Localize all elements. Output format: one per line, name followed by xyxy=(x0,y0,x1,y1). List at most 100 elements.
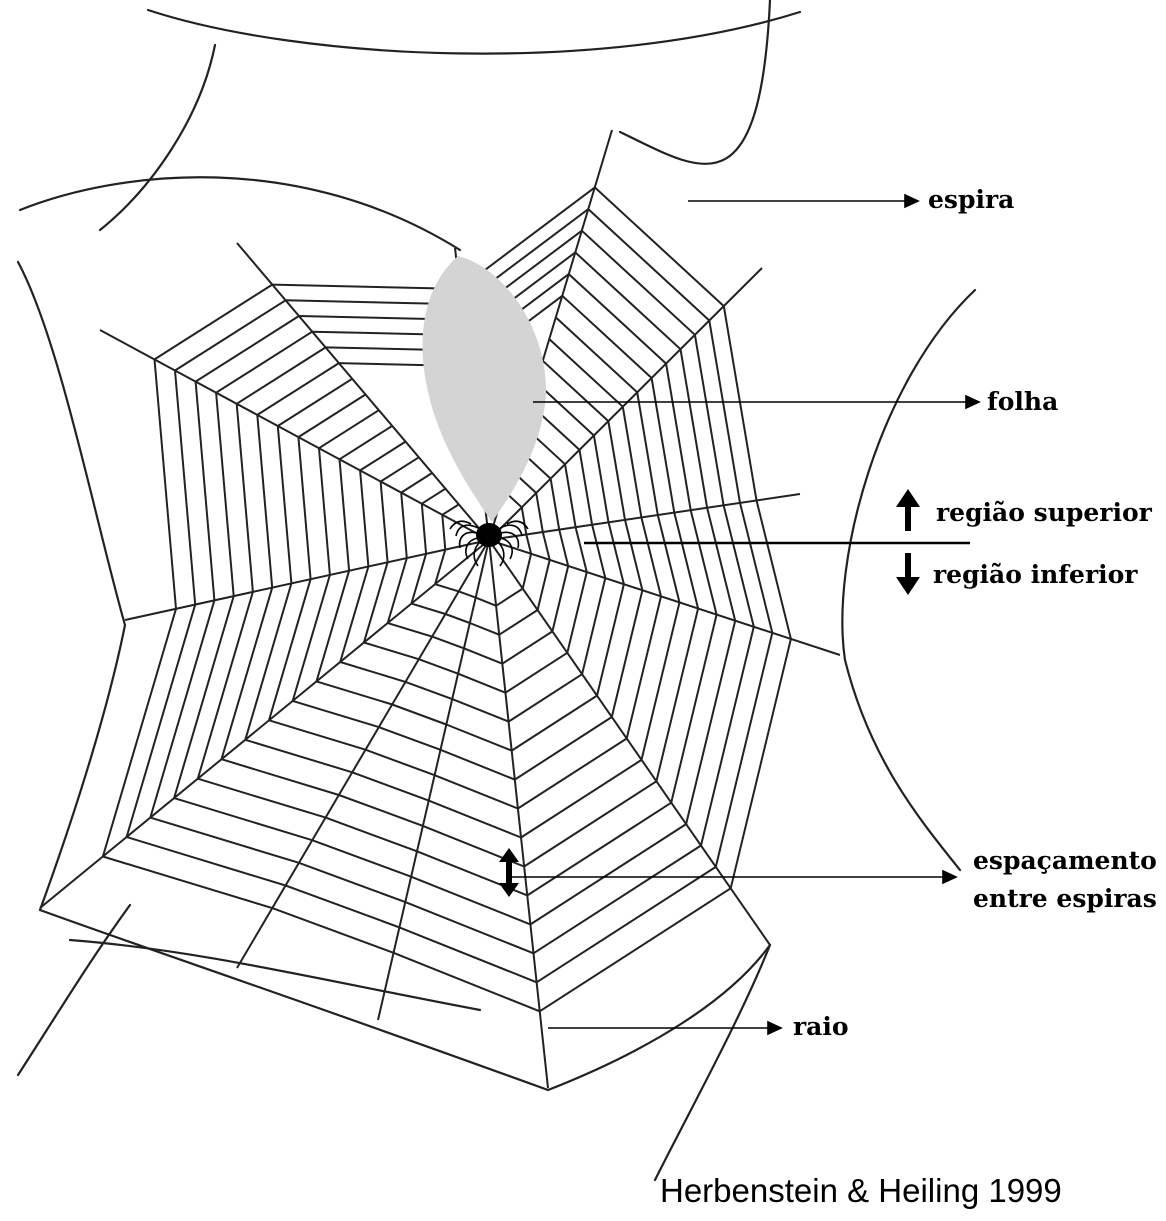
spiral-segment xyxy=(364,643,419,660)
label-spiral: espira xyxy=(928,185,1014,215)
spiral-segment xyxy=(174,798,312,840)
spiral-segment xyxy=(150,818,299,863)
spiral-segment xyxy=(411,554,426,604)
spiral-segment xyxy=(441,750,515,780)
spiral-segment xyxy=(175,371,195,605)
spiral-segment xyxy=(575,252,680,349)
spiral-segment xyxy=(458,674,505,693)
spiral-segment xyxy=(627,596,661,738)
spiral-segment xyxy=(724,505,754,626)
spiral-segment xyxy=(222,759,339,795)
spiral-segment xyxy=(278,426,292,583)
spiral-segment xyxy=(658,515,680,602)
spiral-segment xyxy=(392,705,446,725)
spiral-segment xyxy=(269,720,366,749)
spiral-segment xyxy=(505,653,567,693)
spiral-segment xyxy=(269,579,311,720)
web-frame-threads xyxy=(18,0,975,1180)
spiral-segment xyxy=(198,592,253,779)
spiral-segment xyxy=(576,527,587,572)
spiral-segment xyxy=(559,530,568,566)
spiral-segment xyxy=(656,609,698,782)
spiral-segment xyxy=(496,589,523,606)
frame-thread xyxy=(18,905,130,1075)
spiral-segment xyxy=(608,421,625,520)
spiral-segment xyxy=(691,510,717,614)
spiral-segment xyxy=(216,332,312,393)
label-lower-region: região inferior xyxy=(933,560,1137,590)
spiral-segment xyxy=(609,522,624,584)
spiral-segment xyxy=(515,717,612,780)
spiral-segment xyxy=(464,648,502,663)
spiral-segment xyxy=(381,457,419,481)
spiral-segment xyxy=(278,379,352,426)
spiral-segment xyxy=(394,953,540,1012)
spiral-segment xyxy=(406,682,453,699)
radial-thread xyxy=(125,540,489,620)
spiral-segment xyxy=(298,395,365,438)
double-arrow-icon xyxy=(499,848,519,897)
spiral-segment xyxy=(432,637,464,649)
spiral-segment xyxy=(379,727,441,750)
spiral-segment xyxy=(360,470,368,566)
spiral-segment xyxy=(360,442,405,471)
frame-thread xyxy=(620,0,770,164)
spiral-segment xyxy=(196,382,215,601)
spiral-segment xyxy=(388,558,407,623)
spiral-segment xyxy=(155,359,177,608)
spiral-segment xyxy=(293,575,330,701)
spiral-segment xyxy=(317,681,393,704)
spiral-segment xyxy=(319,448,330,575)
spiral-segment xyxy=(422,504,426,554)
spiral-segment xyxy=(429,801,521,838)
spiral-segment xyxy=(312,840,411,877)
spiral-segment xyxy=(317,571,350,682)
spiral-segment xyxy=(103,857,272,909)
frame-thread xyxy=(655,945,770,1180)
spiral-segment xyxy=(543,532,550,560)
spiral-segment xyxy=(174,596,234,798)
spiral-segment xyxy=(340,662,405,682)
frame-thread xyxy=(100,45,215,230)
spiral-segment xyxy=(565,464,576,527)
spiral-segment xyxy=(286,886,400,928)
spiral-segment xyxy=(257,363,339,415)
label-upper-region: região superior xyxy=(936,498,1152,528)
spiral-segment xyxy=(623,407,642,518)
spiral-segment xyxy=(293,701,379,727)
spiral-segment xyxy=(521,760,642,838)
spiral-segment xyxy=(422,489,446,504)
label-spacing-line2: entre espiras xyxy=(973,884,1157,914)
spiral-segment xyxy=(237,404,253,592)
spiral-segment xyxy=(518,739,627,809)
spiral-segment xyxy=(216,393,234,596)
spiral-segment xyxy=(401,493,407,558)
spiral-segment xyxy=(527,803,671,896)
spiral-segment xyxy=(364,562,388,642)
spiral-segment xyxy=(476,598,496,606)
spiral-segment xyxy=(435,775,518,808)
frame-thread xyxy=(40,625,125,910)
spiral-segment xyxy=(538,560,550,610)
spiral-segment xyxy=(509,674,582,721)
spiral-segment xyxy=(442,504,459,514)
label-leaf: folha xyxy=(987,387,1058,417)
spiral-segment xyxy=(435,584,459,591)
spiral-segment xyxy=(470,623,499,635)
spiral-segment xyxy=(366,750,435,776)
spiral-segment xyxy=(326,818,417,852)
label-spacing-line1: espaçamento xyxy=(973,846,1157,876)
spiral-segment xyxy=(612,590,643,717)
spiral-segment xyxy=(155,285,273,360)
spiral-segment xyxy=(567,572,587,653)
spiral-segment xyxy=(399,927,536,982)
spiral-segment xyxy=(536,493,543,532)
spiral-segment xyxy=(401,473,432,493)
spiral-segment xyxy=(580,450,593,525)
spiral-segment xyxy=(257,415,272,588)
spiral-segment xyxy=(499,610,537,635)
frame-thread xyxy=(148,10,800,54)
spiral-segment xyxy=(340,459,350,570)
spiral-segment xyxy=(642,602,680,760)
